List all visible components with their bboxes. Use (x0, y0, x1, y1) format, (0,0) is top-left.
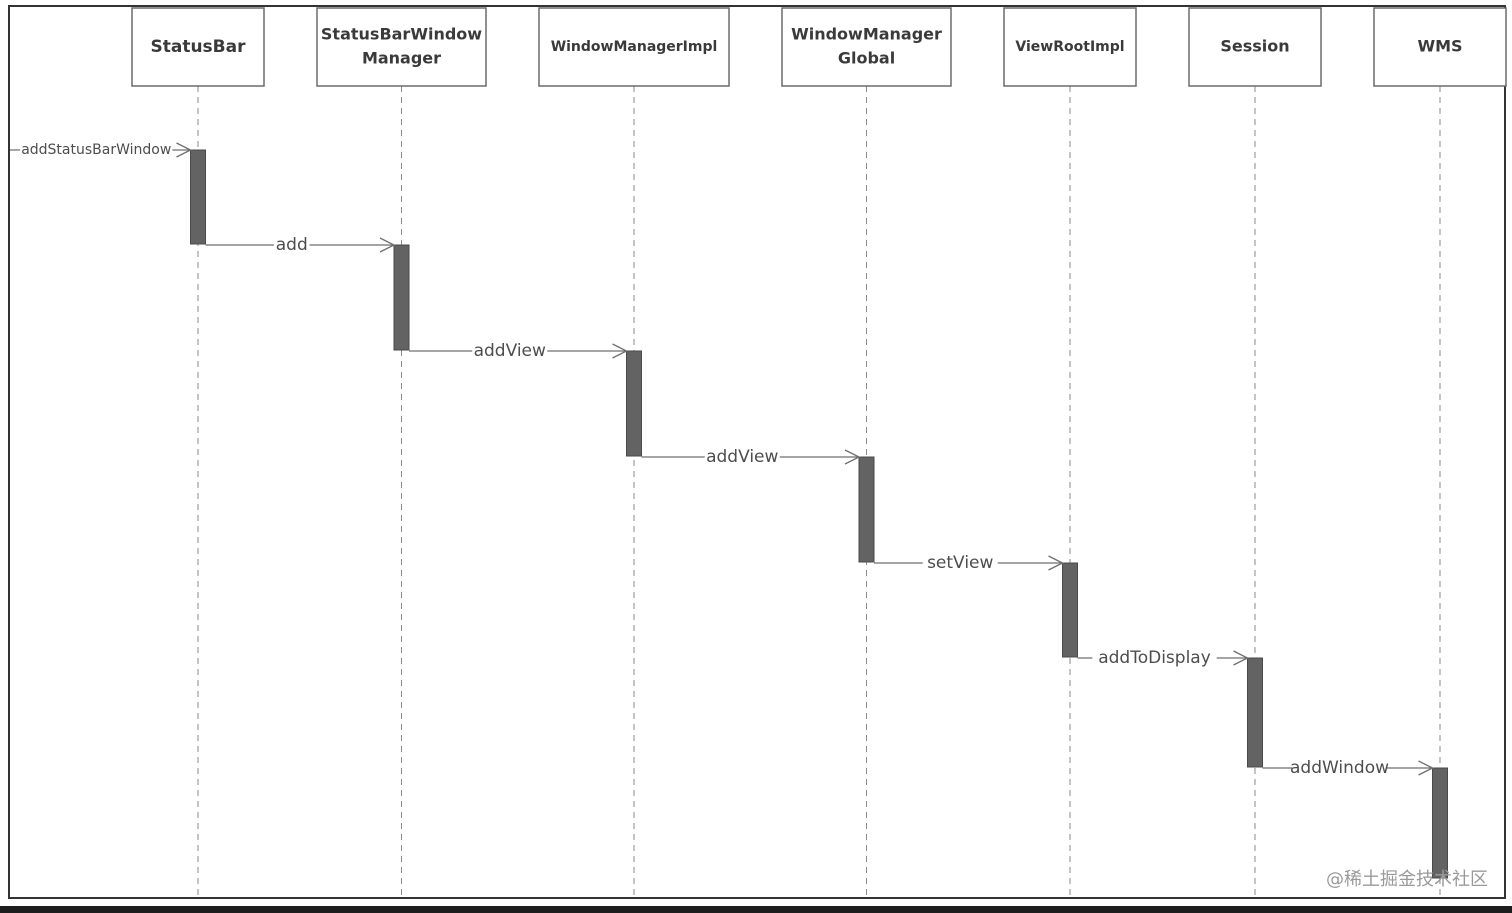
participant-box (538, 7, 730, 87)
activation-bars (190, 149, 1448, 879)
message-label-background (704, 445, 780, 469)
messages: addStatusBarWindow add addView addView setVi… (10, 140, 1434, 780)
participant-viewrootimpl: ViewRootImpl (1003, 7, 1137, 87)
participant-box (1188, 7, 1322, 87)
arrow-head (612, 343, 628, 359)
participant-label: Manager (362, 49, 441, 68)
message-label: addStatusBarWindow (21, 142, 171, 158)
participant-box (1373, 7, 1507, 87)
message-label: addToDisplay (1098, 648, 1211, 668)
participant-label: WindowManagerImpl (551, 39, 718, 55)
participant-windowmanagerimpl: WindowManagerImpl (538, 7, 730, 87)
message-label-background (1292, 756, 1387, 780)
message-addView-1: addView (409, 339, 628, 363)
participant-label: StatusBar (150, 37, 246, 57)
message-addView-2: addView (641, 445, 861, 469)
arrow-head (379, 237, 396, 253)
arrow-head (176, 142, 192, 158)
message-label-background (472, 339, 548, 363)
activation-statusbarwindowmanager (393, 244, 410, 351)
activation-wms (1432, 767, 1448, 879)
arrow-head (1048, 555, 1064, 571)
participant-label: WMS (1417, 37, 1462, 56)
arrow-head (1233, 650, 1249, 666)
message-add: add (205, 233, 396, 257)
message-addToDisplay: addToDisplay (1077, 646, 1249, 670)
participant-label: Global (838, 49, 895, 68)
participant-label: ViewRootImpl (1015, 39, 1124, 55)
participant-label: StatusBarWindow (321, 25, 482, 44)
participant-label: Session (1220, 37, 1289, 56)
message-label: addView (474, 341, 546, 361)
participant-box (781, 7, 952, 87)
activation-windowmanagerglobal (858, 456, 875, 563)
arrow-head (1418, 760, 1434, 776)
message-addStatusBarWindow: addStatusBarWindow (10, 140, 192, 160)
activation-windowmanagerimpl (626, 350, 642, 457)
participant-box (316, 7, 487, 87)
participant-box (131, 7, 265, 87)
participant-box (1003, 7, 1137, 87)
participant-wms: WMS (1373, 7, 1507, 87)
message-label-background (922, 551, 998, 575)
message-setView: setView (874, 551, 1064, 575)
message-label-background (1092, 646, 1217, 670)
activation-statusbar (190, 149, 206, 245)
participant-session: Session (1188, 7, 1322, 87)
watermark-text: @稀土掘金技术社区 (1326, 869, 1488, 890)
participant-statusbar: StatusBar (131, 7, 265, 87)
participant-label: WindowManager (791, 25, 942, 44)
activation-session (1247, 657, 1263, 768)
message-addWindow: addWindow (1262, 756, 1434, 780)
activation-viewrootimpl (1062, 562, 1078, 658)
message-label: addWindow (1290, 758, 1389, 778)
bottom-border (0, 906, 1512, 913)
message-label-background (20, 140, 173, 160)
message-label: addView (706, 447, 778, 467)
message-label-background (273, 233, 310, 257)
arrow-head (844, 449, 861, 465)
message-label: setView (927, 553, 993, 573)
message-label: add (276, 235, 308, 255)
